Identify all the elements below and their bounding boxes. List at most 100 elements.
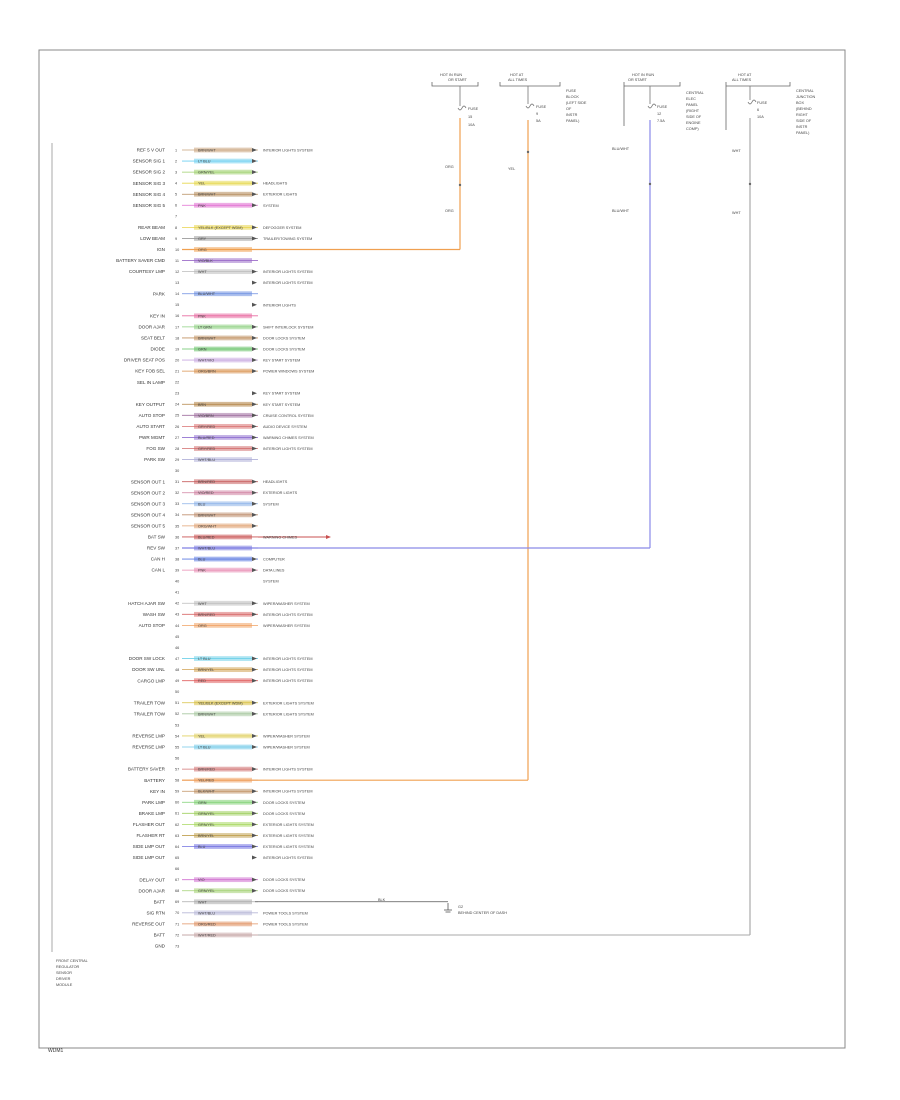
fuse-2-note-5: INSTR xyxy=(566,113,578,117)
pin-function-label: DOOR AJAR xyxy=(138,888,165,893)
pin-function-label: DRIVER SEAT POS xyxy=(124,358,165,363)
wire-color-code: RED xyxy=(198,679,206,683)
pin-row: 7 xyxy=(175,215,177,219)
pin-function-label: SENSOR SIG 1 xyxy=(133,159,166,164)
pin-function-label: AUTO START xyxy=(136,424,165,429)
arrow-icon xyxy=(252,269,257,274)
pin-number: 50 xyxy=(175,690,179,694)
fuse-3-label-c: 7.5A xyxy=(657,119,665,123)
module-label: FRONT CENTRAL REGULATOR SENSOR DRIVER MO… xyxy=(56,959,88,987)
wire-color-code: BRN/RED xyxy=(198,480,215,484)
pin-number: 31 xyxy=(175,480,179,484)
wire-destination: AUDIO DEVICE SYSTEM xyxy=(263,425,307,429)
wire-color-code: YEL xyxy=(198,734,205,738)
wire-destination: TRAILER/TOWING SYSTEM xyxy=(263,237,312,241)
fuse-block-1-title-l1: HOT IN RUN xyxy=(440,73,462,77)
wire-color-code: GRN/YEL xyxy=(198,823,215,827)
arrow-icon xyxy=(252,711,257,716)
wire-destination: INTERIOR LIGHTS xyxy=(263,303,296,307)
pin-number: 30 xyxy=(175,469,179,473)
wire-color-code: BRN/WHT xyxy=(198,513,216,517)
pin-function-label: SIDE LMP OUT xyxy=(133,844,166,849)
fuse-4-label-a: FUSE xyxy=(757,101,768,105)
pin-number: 12 xyxy=(175,270,179,274)
pin-row: 46 xyxy=(175,646,179,650)
fuse-4-label-b: 6 xyxy=(757,108,759,112)
wire-destination: DEFOGGER SYSTEM xyxy=(263,226,301,230)
fuse-2-note-4: OF xyxy=(566,107,572,111)
wire-color-code: BRN/RED xyxy=(198,613,215,617)
pin-function-label: DIODE xyxy=(150,347,165,352)
arrow-icon xyxy=(252,678,257,683)
fuse-1-label-c: 10A xyxy=(468,123,475,127)
wire-color-code: GRN/YEL xyxy=(198,812,215,816)
pin-row: 53 xyxy=(175,723,179,727)
fuse-4-note-1: CENTRAL xyxy=(796,89,814,93)
pin-function-label: SENSOR OUT 3 xyxy=(131,501,166,506)
arrow-icon xyxy=(252,512,257,517)
wire-destination: EXTERIOR LIGHTS SYSTEM xyxy=(263,712,314,716)
pin-function-label: SENSOR OUT 1 xyxy=(131,479,166,484)
pin-function-label: TRAILER TOW xyxy=(134,711,166,716)
pin-number: 73 xyxy=(175,944,179,948)
arrow-icon xyxy=(252,667,257,672)
pin-number: 21 xyxy=(175,370,179,374)
wire-color-code: LT BLU xyxy=(198,657,211,661)
ground-location: BEHIND CENTER OF DASH xyxy=(458,911,507,915)
wire-destination: KEY START SYSTEM xyxy=(263,359,300,363)
fuse-3-note-1: CENTRAL xyxy=(686,91,704,95)
pin-function-label: SENSOR SIG 4 xyxy=(133,192,166,197)
arrow-icon xyxy=(252,700,257,705)
fuse-3-note-6: ENGINE xyxy=(686,121,701,125)
pin-function-label: SENSOR OUT 5 xyxy=(131,523,166,528)
arrow-icon xyxy=(252,225,257,230)
wire-color-code: PNK xyxy=(198,204,206,208)
pin-number: 33 xyxy=(175,502,179,506)
fuse-1-connector xyxy=(458,183,462,187)
wire-destination: POWER TOOLS SYSTEM xyxy=(263,922,308,926)
wire-destination: INTERIOR LIGHTS SYSTEM xyxy=(263,149,313,153)
pin-function-label: REVERSE OUT xyxy=(132,921,165,926)
wire-destination: INTERIOR LIGHTS SYSTEM xyxy=(263,768,313,772)
arrow-icon xyxy=(252,800,257,805)
fuse-block-3: HOT IN RUN OR START FUSE 12 7.5A CENTRAL… xyxy=(612,73,704,548)
pin-number: 29 xyxy=(175,458,179,462)
fuse-3-connector xyxy=(648,182,652,186)
wire-color-code: ORG xyxy=(198,248,207,252)
pin-function-label: DOOR SW LOCK xyxy=(129,656,166,661)
wire-color-code: VIO/BRN xyxy=(198,414,214,418)
ground-wire-color: BLK xyxy=(378,898,386,902)
wire-color-code: YEL xyxy=(198,182,205,186)
pin-number: 35 xyxy=(175,524,179,528)
wire-destination: DOOR LOCKS SYSTEM xyxy=(263,801,305,805)
arrow-icon xyxy=(252,335,257,340)
arrow-icon xyxy=(252,568,257,573)
fuse-2-label-b: 9 xyxy=(536,112,538,116)
ground-symbol: BLK G2 BEHIND CENTER OF DASH xyxy=(255,898,507,915)
pin-number: 55 xyxy=(175,745,179,749)
wire-destination: SHIFT INTERLOCK SYSTEM xyxy=(263,325,313,329)
pin-number: 14 xyxy=(175,292,179,296)
wire-destination: HEADLIGHTS xyxy=(263,480,288,484)
wire-destination: WIPER/WASHER SYSTEM xyxy=(263,624,310,628)
pin-number: 58 xyxy=(175,779,179,783)
fuse-4-note-4: (BEHIND xyxy=(796,107,812,111)
wire-color-code: BLU/WHT xyxy=(198,292,216,296)
arrow-icon xyxy=(252,203,257,208)
fuse-3-note-7: COMP) xyxy=(686,127,699,131)
pin-function-label: GND xyxy=(155,944,166,949)
pin-number: 52 xyxy=(175,712,179,716)
pin-number: 32 xyxy=(175,491,179,495)
wire-color-code: LT GRN xyxy=(198,325,212,329)
pin-number: 69 xyxy=(175,900,179,904)
fuse-1-label-b: 15 xyxy=(468,115,472,119)
